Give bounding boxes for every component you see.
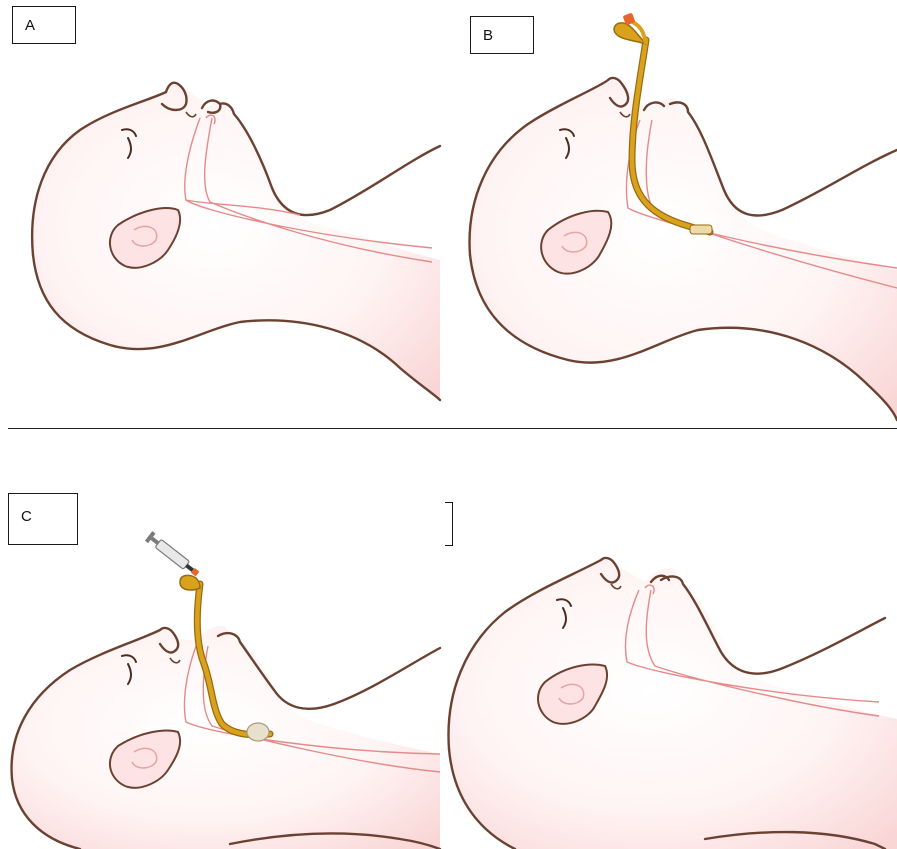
inflated-balloon-icon [247,723,269,741]
panel-label-d: D [445,502,453,546]
panel-b: B [448,0,897,425]
panel-label-a-text: A [25,17,35,34]
panel-d: D [445,434,897,849]
syringe-icon [145,531,201,579]
panel-label-b-text: B [483,27,493,44]
head-illustration-a [0,0,445,425]
panel-label-c: C [8,493,78,545]
head-illustration-d [445,434,897,849]
panel-label-b: B [470,16,534,54]
panel-a: A [0,0,445,425]
panel-divider [8,428,897,429]
panel-label-a: A [12,6,76,44]
head-illustration-b [448,0,897,425]
panel-label-c-text: C [21,508,32,525]
panel-c: C [0,434,445,849]
